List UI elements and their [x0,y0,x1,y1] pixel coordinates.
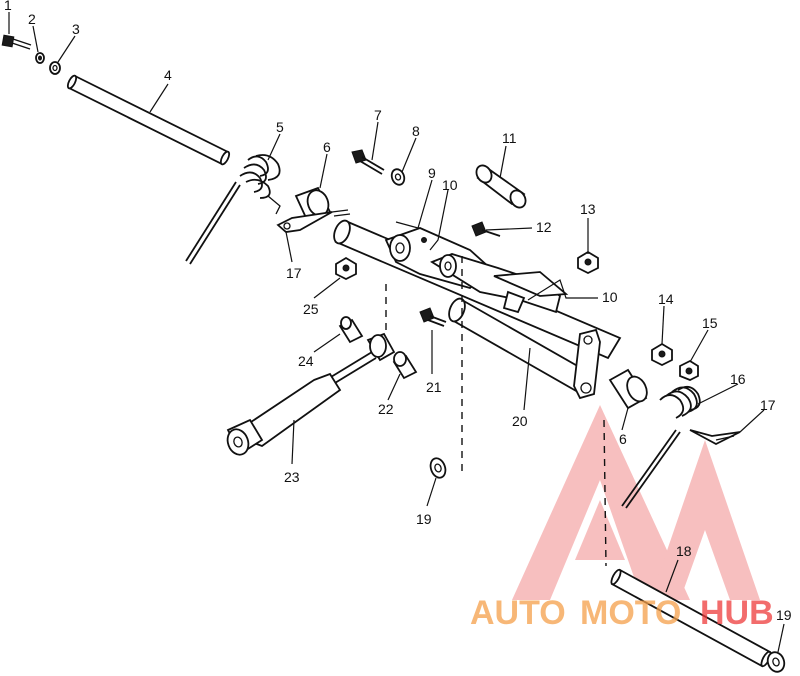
part-12-bolt [471,221,501,237]
callout-18: 18 [676,543,692,559]
part-7-bolt [351,149,385,175]
part-10-mount-plate [430,253,569,314]
part-3-washer [49,61,61,75]
part-13-nut [577,250,599,275]
callout-14: 14 [658,291,674,307]
part-24-bushing [338,316,364,344]
assembly-lines [385,256,607,567]
callout-11: 11 [502,130,517,146]
part-16-torsion-spring [621,385,701,509]
watermark-triangle-right [650,440,760,600]
part-19-washer [429,457,447,479]
callout-23: 23 [284,469,300,485]
callout-10-right: 10 [602,289,618,305]
callout-2: 2 [28,11,36,27]
callout-6-right: 6 [619,431,627,447]
part-23-shock-absorber [226,332,396,456]
part-14-nut [651,342,673,367]
callout-12: 12 [536,219,552,235]
watermark-moto: MOTO [580,594,681,632]
leader-lines [8,12,785,653]
part-4-shaft [66,74,231,166]
callout-17-right: 17 [760,397,776,413]
watermark-triangle [512,405,690,600]
watermark-auto: AUTO [470,594,566,632]
callout-3: 3 [72,21,80,37]
callout-17-left: 17 [286,265,302,281]
part-21-bolt [419,307,447,327]
part-5-torsion-spring [185,154,281,265]
callout-7: 7 [374,107,382,123]
callout-21: 21 [426,379,442,395]
part-8-washer [390,168,406,186]
part-18-shaft [610,568,772,668]
callout-25: 25 [303,301,319,317]
callout-20: 20 [512,413,528,429]
watermark-brand: AUTO MOTO HUB [470,594,774,632]
callout-22: 22 [378,401,394,417]
part-1-bolt [1,34,32,50]
callout-1: 1 [4,0,12,13]
callout-8: 8 [412,123,420,139]
part-22-bushing [392,351,418,380]
callout-24: 24 [298,353,314,369]
callout-9: 9 [428,165,436,181]
part-20-link-arm [573,328,601,400]
callout-4: 4 [164,67,172,83]
part-17-bracket-right [689,429,741,446]
callout-19-center: 19 [416,511,432,527]
watermark-hub: HUB [700,594,774,632]
part-15-nut [679,359,699,381]
part-19-washer-right [766,651,786,673]
callout-10-top: 10 [442,177,458,193]
part-25-nut [335,256,357,281]
callout-15: 15 [702,315,718,331]
part-11-bushing [475,164,527,209]
callout-6-left: 6 [323,139,331,155]
part-2-washer [35,52,45,64]
watermark-triangle-inner [575,500,625,560]
part-17-bracket [276,209,351,233]
callout-5: 5 [276,119,284,135]
part-6-bushing-right [608,368,648,410]
callout-13: 13 [580,201,596,217]
callout-19-right: 19 [776,607,792,623]
callout-16: 16 [730,371,746,387]
callout-labels: 1 2 3 4 5 6 7 8 9 10 11 12 13 10 14 15 1… [4,0,792,623]
